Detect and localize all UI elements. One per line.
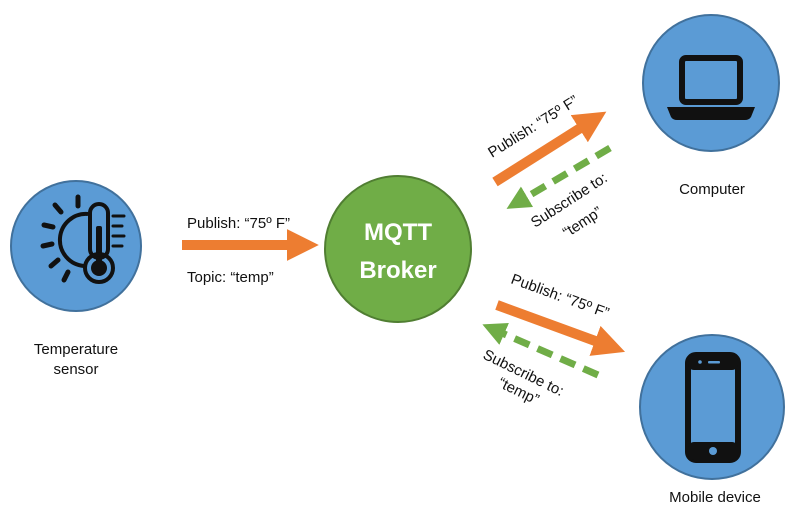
broker-computer-edge: Publish: “75º F” Subscribe to: “temp”: [485, 92, 612, 241]
computer-publish-arrow: [492, 111, 607, 187]
broker-title-line1: MQTT: [364, 219, 432, 246]
laptop-icon: [667, 55, 755, 120]
computer-publish-label: Publish: “75º F”: [485, 92, 581, 161]
computer-node: Computer: [642, 14, 780, 198]
sensor-label-line1: Temperature: [34, 341, 118, 358]
temperature-sensor-node: Temperature sensor: [10, 180, 142, 378]
thermometer-sun-icon: [40, 194, 126, 284]
computer-circle: [642, 14, 780, 152]
mobile-label: Mobile device: [669, 489, 761, 506]
computer-subscribe-arrow: [506, 144, 612, 209]
mobile-subscribe-arrow: [482, 323, 600, 379]
sensor-topic-label: Topic: “temp”: [187, 269, 274, 286]
smartphone-icon: [685, 352, 741, 463]
sensor-to-broker-edge: Publish: “75º F” Topic: “temp”: [182, 215, 319, 286]
mobile-circle: [639, 334, 785, 480]
sensor-publish-label: Publish: “75º F”: [187, 215, 290, 232]
broker-circle: [324, 175, 472, 323]
mqtt-broker-node: MQTT Broker: [324, 175, 472, 323]
mobile-device-node: Mobile device: [639, 334, 785, 506]
sensor-label-line2: sensor: [53, 361, 98, 378]
computer-label: Computer: [679, 181, 745, 198]
broker-title-line2: Broker: [359, 257, 436, 284]
mobile-publish-arrow: [495, 300, 626, 356]
broker-mobile-edge: Publish: “75º F” Subscribe to: “temp”: [480, 271, 626, 409]
